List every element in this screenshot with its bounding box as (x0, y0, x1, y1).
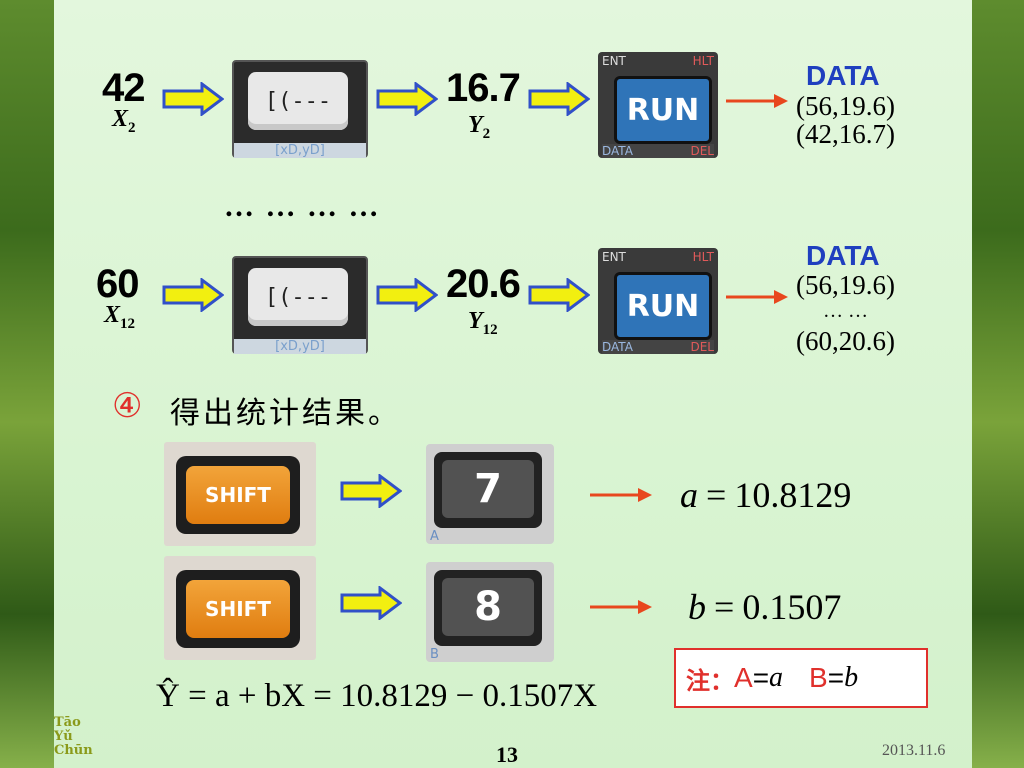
data-line: (60,20.6) (796, 326, 895, 356)
note-a-key: A (734, 662, 753, 693)
run-key-del-label: DEL (690, 144, 714, 158)
run-key-data-label: DATA (602, 340, 633, 354)
run-key: ENT HLT RUN DATA DEL (598, 52, 718, 158)
input-data-key: [(--- [xD,yD] (232, 256, 368, 354)
red-arrow-icon (590, 488, 652, 502)
input-key-label: [xD,yD] (234, 339, 366, 354)
key-7: 7 A (426, 444, 554, 544)
key-8: 8 B (426, 562, 554, 662)
y12-value: 20.6 (446, 262, 521, 306)
regression-equation: Ŷ = a + bX = 10.8129 − 0.1507X (156, 678, 598, 714)
yellow-arrow-icon (162, 278, 224, 312)
run-key-del-label: DEL (690, 340, 714, 354)
key-7-label: A (430, 529, 439, 544)
x2-value: 42 (102, 66, 145, 110)
data-title: DATA (806, 60, 880, 91)
run-key-ent-label: ENT (602, 250, 626, 264)
yellow-arrow-icon (162, 82, 224, 116)
slide: 42 X2 [(--- [xD,yD] 16.7 Y2 ENT HLT RUN D… (54, 0, 972, 768)
data-line: (42,16.7) (796, 119, 895, 149)
key-8-cap: 8 (442, 578, 534, 636)
ellipsis: … … … … (224, 190, 381, 223)
red-arrow-icon (726, 94, 788, 108)
note-b-var: b (844, 662, 859, 693)
result-a: a=10.8129 (680, 475, 852, 515)
x12-label: X12 (104, 302, 136, 332)
run-key-hlt-label: HLT (692, 250, 714, 264)
input-key-cap: [(--- (248, 268, 348, 326)
shift-key: SHIFT (164, 442, 316, 546)
slide-date: 2013.11.6 (882, 742, 946, 759)
red-arrow-icon (726, 290, 788, 304)
input-key-cap: [(--- (248, 72, 348, 130)
data-line: … … (822, 300, 868, 322)
input-data-key: [(--- [xD,yD] (232, 60, 368, 158)
left-border-decoration (0, 0, 54, 768)
run-key-hlt-label: HLT (692, 54, 714, 68)
data-line: (56,19.6) (796, 91, 895, 121)
note-prefix: 注： (686, 666, 734, 695)
run-key-cap: RUN (614, 76, 712, 144)
run-key-data-label: DATA (602, 144, 633, 158)
run-key-ent-label: ENT (602, 54, 626, 68)
result-b: b=0.1507 (688, 587, 842, 627)
note-box: 注： A=a B=b (674, 648, 928, 708)
right-border-decoration (972, 0, 1024, 768)
x12-value: 60 (96, 262, 139, 306)
y2-value: 16.7 (446, 66, 521, 110)
yellow-arrow-icon (376, 278, 438, 312)
logo: Tāo Yǔ Chūn (54, 715, 93, 758)
key-7-cap: 7 (442, 460, 534, 518)
key-8-label: B (430, 647, 439, 662)
yellow-arrow-icon (376, 82, 438, 116)
step-text: 得出统计结果。 (170, 396, 401, 431)
y2-label: Y2 (468, 112, 491, 142)
y12-label: Y12 (468, 308, 498, 338)
x2-label: X2 (112, 106, 136, 136)
red-arrow-icon (590, 600, 652, 614)
input-key-label: [xD,yD] (234, 143, 366, 158)
shift-key-cap: SHIFT (186, 580, 290, 638)
data-list-2: (56,19.6) … … (60,20.6) (796, 270, 895, 356)
run-key: ENT HLT RUN DATA DEL (598, 248, 718, 354)
note-b-key: B (809, 662, 828, 693)
data-list-1: (56,19.6) (42,16.7) (796, 92, 895, 148)
note-a-var: a (769, 662, 784, 693)
data-title: DATA (806, 240, 880, 271)
yellow-arrow-icon (340, 474, 402, 508)
run-key-cap: RUN (614, 272, 712, 340)
shift-key-cap: SHIFT (186, 466, 290, 524)
page-number: 13 (496, 742, 518, 767)
yellow-arrow-icon (340, 586, 402, 620)
data-line: (56,19.6) (796, 270, 895, 300)
yellow-arrow-icon (528, 278, 590, 312)
step-marker: ④ (112, 386, 143, 426)
shift-key: SHIFT (164, 556, 316, 660)
yellow-arrow-icon (528, 82, 590, 116)
